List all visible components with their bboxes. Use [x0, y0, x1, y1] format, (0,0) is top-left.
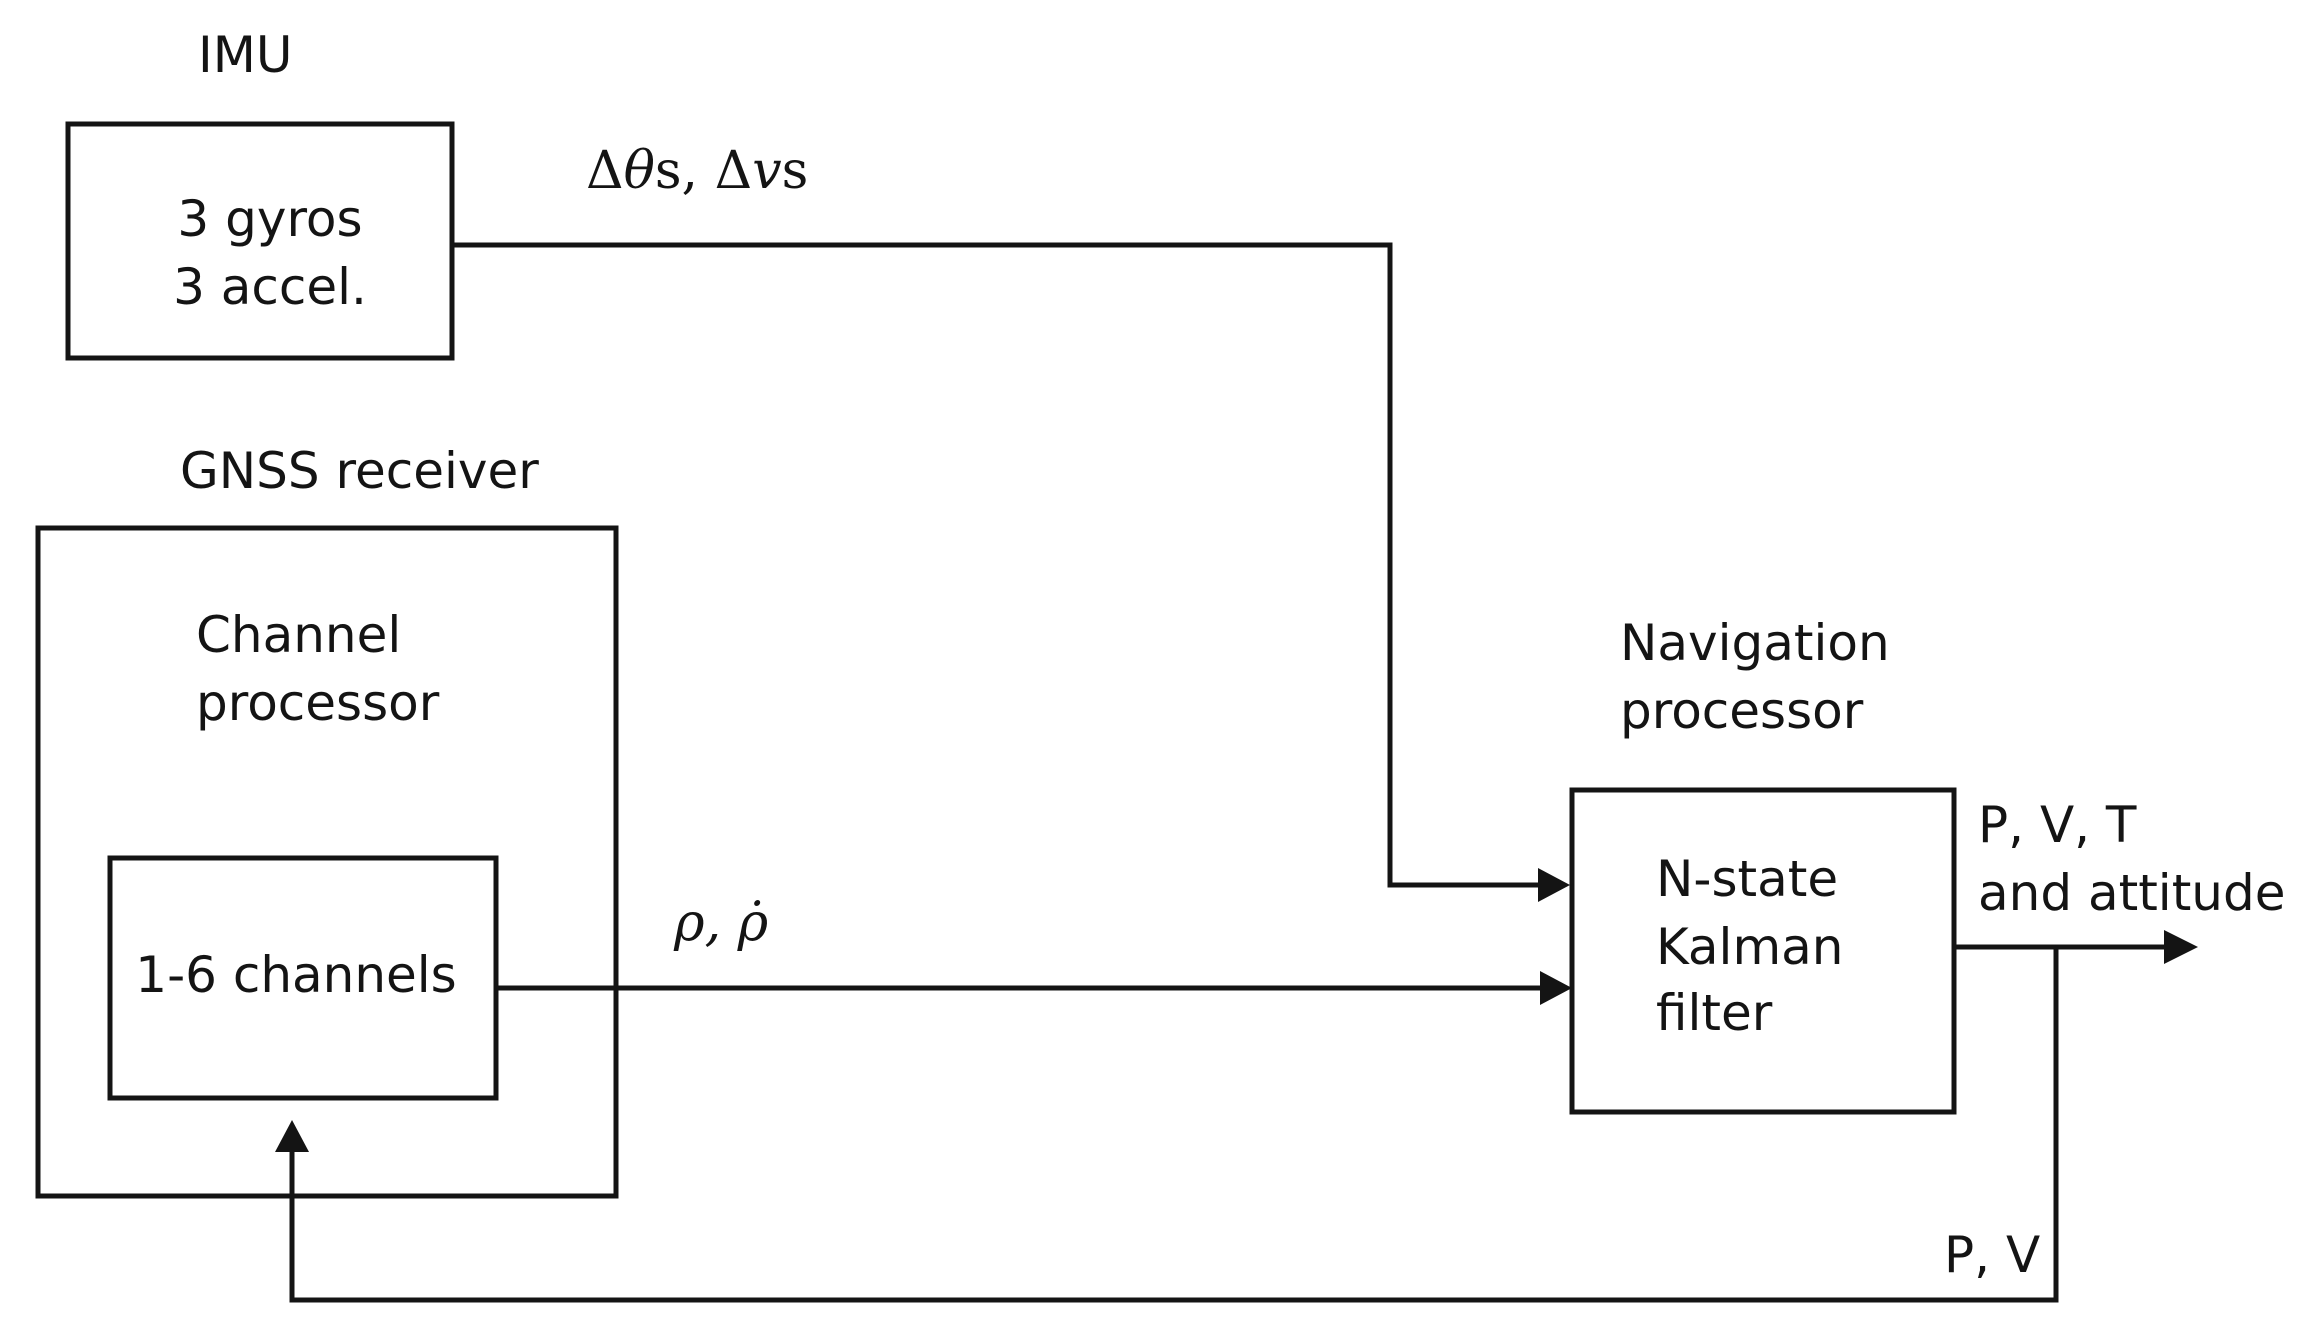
imu-output-v: v	[752, 141, 781, 201]
imu-output-label: Δθs, Δvs	[586, 141, 808, 201]
kalman-line2: Kalman	[1656, 918, 1843, 976]
channels-box	[107, 855, 499, 1101]
feedback-line	[289, 947, 2059, 1303]
output-label-line1: P, V, T	[1978, 796, 2137, 854]
feedback-label: P, V	[1944, 1226, 2040, 1284]
imu-output-s-comma: s,	[655, 141, 715, 201]
kalman-line1: N-state	[1656, 850, 1838, 908]
navigation-title-line1: Navigation	[1620, 614, 1890, 672]
imu-output-delta-2: Δ	[715, 141, 753, 201]
gnss-output-sep: ,	[705, 893, 738, 953]
imu-output-s: s	[782, 141, 809, 201]
imu-accel-label: 3 accel.	[173, 258, 367, 316]
kalman-line3: filter	[1656, 984, 1773, 1042]
gnss-title: GNSS receiver	[180, 442, 539, 500]
imu-box	[65, 121, 455, 361]
feedback-arrowhead	[275, 1120, 309, 1152]
imu-gyros-label: 3 gyros	[177, 190, 362, 248]
channels-label: 1-6 channels	[135, 946, 456, 1004]
gnss-output-rho: ρ	[673, 893, 705, 953]
imu-to-kalman-line	[452, 242, 1540, 888]
gnss-receiver-box	[35, 525, 619, 1199]
gnss-output-rho-dot: ρ̇	[737, 893, 769, 953]
output-label-line2: and attitude	[1978, 864, 2286, 922]
channel-processor-line2: processor	[196, 674, 440, 732]
kalman-filter-box	[1569, 787, 1957, 1115]
imu-title: IMU	[198, 26, 292, 84]
imu-output-theta: θ	[624, 141, 655, 201]
gnss-output-label: ρ, ρ̇	[673, 893, 769, 953]
channels-to-kalman-arrowhead	[1540, 971, 1572, 1005]
navigation-output-arrowhead	[2164, 930, 2198, 964]
imu-to-kalman-arrowhead	[1538, 868, 1570, 902]
channel-processor-line1: Channel	[196, 606, 401, 664]
imu-output-delta-1: Δ	[586, 141, 624, 201]
navigation-title-line2: processor	[1620, 682, 1864, 740]
